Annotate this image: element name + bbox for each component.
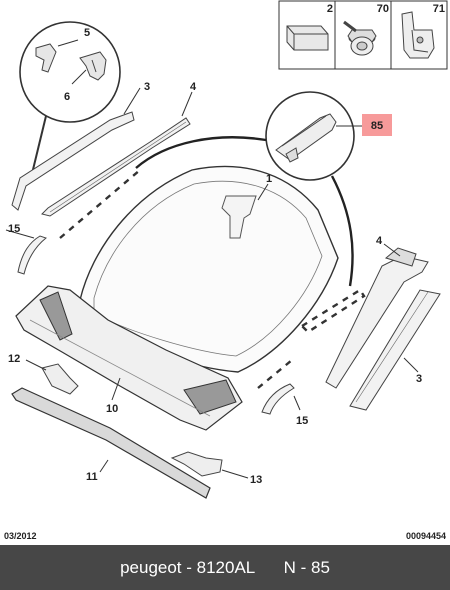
callout-12: 12	[8, 353, 20, 365]
callout-85: 85	[371, 120, 383, 132]
detail-circle-85: 85	[265, 91, 392, 181]
callout-2: 2	[327, 3, 333, 15]
callout-71: 71	[433, 3, 445, 15]
footer-brand: peugeot	[120, 557, 182, 577]
document-code: 00094454	[405, 531, 446, 541]
footer-gap	[255, 558, 283, 578]
clip-part-71	[401, 11, 435, 59]
callout-4-top: 4	[190, 81, 197, 93]
footer-part-number: 8120AL	[196, 557, 256, 577]
callout-10: 10	[106, 403, 118, 415]
routing-arc-right	[330, 175, 354, 287]
detail-circle-5-6: 5 6	[19, 21, 121, 123]
screw-part-70	[343, 20, 377, 56]
right-pillar-trims: 4 3	[325, 235, 441, 411]
callout-3-right: 3	[416, 373, 422, 385]
scuttle-panel-part-10: 10	[15, 285, 243, 431]
footer-sep-1: -	[181, 557, 197, 577]
callout-3-top: 3	[144, 81, 150, 93]
hardware-box: 2 70 71	[278, 0, 448, 70]
windscreen-part-1: 1	[79, 165, 339, 373]
callout-6: 6	[64, 91, 70, 103]
footer-bar: peugeot - 8120AL N - 85	[0, 545, 450, 590]
callout-1: 1	[266, 173, 272, 185]
callout-15-left: 15	[8, 223, 20, 235]
right-lower-trim-15: 15	[257, 288, 366, 427]
footer-page-ref: N - 85	[283, 557, 330, 577]
callout-4-right: 4	[376, 235, 383, 247]
rubber-block-part-2	[286, 25, 329, 51]
left-lower-trim-15: 15	[5, 169, 141, 275]
callout-5: 5	[84, 27, 90, 39]
callout-13: 13	[250, 474, 262, 486]
callout-11: 11	[86, 471, 98, 483]
callout-15-right: 15	[296, 415, 308, 427]
date-code: 03/2012	[4, 531, 37, 541]
left-pillar-trims: 3 4	[11, 81, 197, 217]
routing-arc-left	[135, 136, 267, 169]
lower-rail-part-11: 11	[11, 387, 211, 499]
parts-diagram: 2 70 71 5 6 85 3 4	[5, 0, 448, 499]
bracket-part-13: 13	[170, 451, 262, 486]
bracket-part-12: 12	[8, 353, 79, 395]
callout-70: 70	[377, 3, 389, 15]
